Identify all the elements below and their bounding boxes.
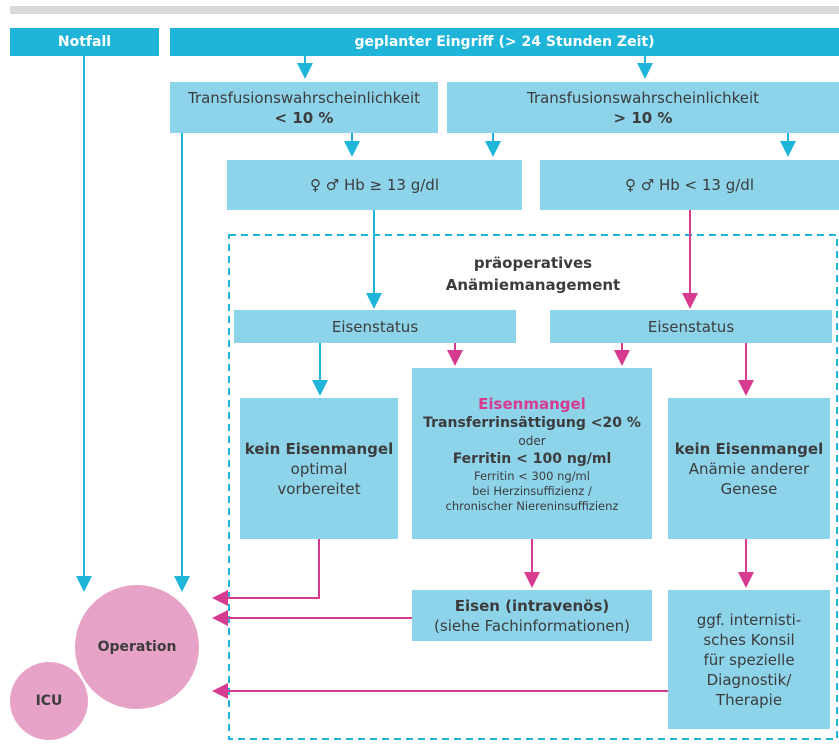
konsil-line3: für spezielle [703,650,795,669]
hb-low-box: ♀ ♂ Hb < 13 g/dl [540,160,839,210]
kein-left-title: kein Eisenmangel [244,439,394,458]
geplant-box: geplanter Eingriff (> 24 Stunden Zeit) [170,28,839,56]
icu-circle: ICU [10,662,88,740]
kein-left-line2: optimal [290,459,348,478]
eisen-iv-line2: (siehe Fachinformationen) [434,616,630,635]
transfusion-high-line1: Transfusionswahrscheinlichkeit [526,88,760,107]
hb-low-label: ♀ ♂ Hb < 13 g/dl [625,176,754,194]
eisenmangel-box: Eisenmangel Transferrinsättigung <20 % o… [412,368,652,539]
eisenmangel-small3: chronischer Niereninsuffizienz [445,498,619,513]
top-divider [10,6,839,14]
notfall-box: Notfall [10,28,159,56]
eisenmangel-oder: oder [518,433,546,448]
anaemia-title-line1: präoperatives [473,254,593,272]
eisen-iv-line1: Eisen (intravenös) [454,596,610,615]
konsil-line4: Diagnostik/ [706,670,792,689]
transfusion-low-box: Transfusionswahrscheinlichkeit < 10 % [170,82,438,133]
eisenstatus-left-box: Eisenstatus [234,310,516,343]
anaemia-management-frame [228,234,838,740]
eisenmangel-line1: Transferrinsättigung <20 % [423,414,641,431]
eisenmangel-small1: Ferritin < 300 ng/ml [474,468,590,483]
hb-high-box: ♀ ♂ Hb ≥ 13 g/dl [227,160,522,210]
transfusion-high-line2: > 10 % [613,108,673,127]
transfusion-low-line1: Transfusionswahrscheinlichkeit [187,88,421,107]
transfusion-low-line2: < 10 % [274,108,334,127]
kein-right-line2: Anämie anderer [688,459,810,478]
arrow-kein-operation [212,539,320,606]
eisenmangel-title: Eisenmangel [478,394,586,413]
notfall-label: Notfall [57,34,112,50]
geplant-label: geplanter Eingriff (> 24 Stunden Zeit) [354,34,655,50]
kein-right-line3: Genese [720,479,778,498]
transfusion-high-box: Transfusionswahrscheinlichkeit > 10 % [447,82,839,133]
operation-label: Operation [97,639,177,655]
anaemia-management-title: präoperatives Anämiemanagement [420,252,646,296]
kein-eisenmangel-left-box: kein Eisenmangel optimal vorbereitet [240,398,398,539]
eisenstatus-left-label: Eisenstatus [331,317,419,336]
eisen-iv-box: Eisen (intravenös) (siehe Fachinformatio… [412,590,652,641]
konsil-line1: ggf. internisti- [696,610,802,629]
kein-right-title: kein Eisenmangel [674,439,824,458]
eisenmangel-small2: bei Herzinsuffizienz / [472,483,592,498]
anaemia-title-line2: Anämiemanagement [445,276,621,294]
kein-left-line3: vorbereitet [277,479,361,498]
eisenstatus-right-label: Eisenstatus [647,317,735,336]
konsil-line5: Therapie [715,690,783,709]
konsil-box: ggf. internisti- sches Konsil für spezie… [668,590,830,729]
hb-high-label: ♀ ♂ Hb ≥ 13 g/dl [310,176,439,194]
konsil-line2: sches Konsil [703,630,795,649]
eisenmangel-line2: Ferritin < 100 ng/ml [452,450,612,467]
eisenstatus-right-box: Eisenstatus [550,310,832,343]
icu-label: ICU [35,693,63,709]
kein-eisenmangel-right-box: kein Eisenmangel Anämie anderer Genese [668,398,830,539]
operation-circle: Operation [75,585,199,709]
